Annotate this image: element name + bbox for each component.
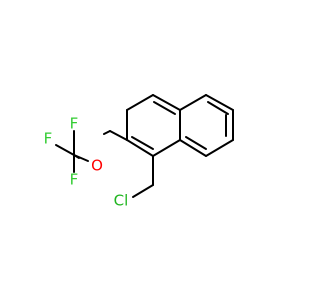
bond xyxy=(152,139,181,157)
double-bond-inner xyxy=(185,136,207,150)
molecule-drawing: F F F O Cl xyxy=(44,94,234,210)
oxygen-label: O xyxy=(91,157,103,175)
bonds xyxy=(55,94,234,198)
bond xyxy=(103,130,111,135)
fluorine-label-left: F xyxy=(44,130,53,148)
chlorine-label: Cl xyxy=(114,192,129,210)
atom-labels: F F F O Cl xyxy=(44,115,129,210)
bond xyxy=(179,94,207,111)
fluorine-label-bottom: F xyxy=(70,171,79,189)
bond xyxy=(109,130,128,141)
structure-canvas: F F F O Cl xyxy=(44,94,234,210)
bond xyxy=(126,139,154,157)
bond xyxy=(152,94,181,111)
bond xyxy=(55,144,75,156)
bond xyxy=(205,94,234,111)
fluorine-label-top: F xyxy=(70,115,79,133)
bond xyxy=(132,184,154,198)
bond xyxy=(179,139,207,157)
double-bond-inner xyxy=(207,101,229,115)
double-bond-inner xyxy=(131,136,154,150)
bond xyxy=(126,94,154,111)
double-bond-inner xyxy=(153,101,176,115)
bond xyxy=(205,139,234,157)
